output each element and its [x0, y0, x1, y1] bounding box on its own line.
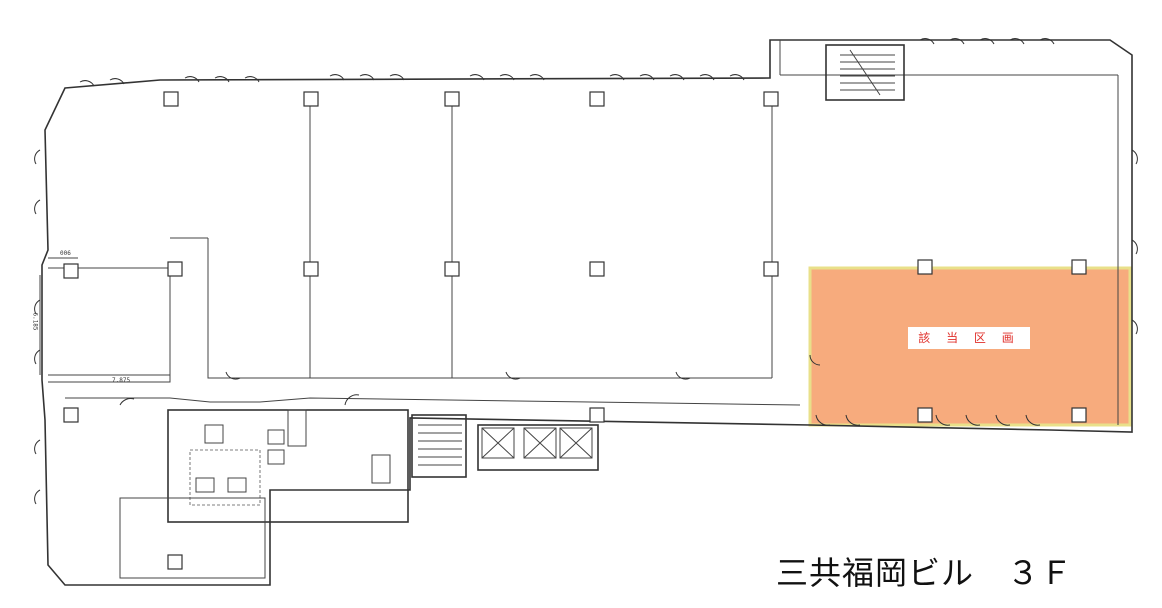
partition-walls	[48, 95, 801, 406]
highlighted-area-label: 該 当 区 画	[908, 327, 1030, 349]
door-swings	[34, 38, 1138, 505]
dimension-label-left: 6.185	[31, 312, 39, 331]
outer-wall	[41, 39, 1133, 586]
dimension-label-bottom: 7.875	[112, 377, 131, 384]
columns	[63, 91, 1087, 570]
stair-top	[825, 44, 905, 101]
dimension-label-top: 006	[60, 250, 71, 257]
core-area	[119, 409, 599, 579]
building-floor-title: 三共福岡ビル ３Ｆ	[776, 554, 1074, 592]
